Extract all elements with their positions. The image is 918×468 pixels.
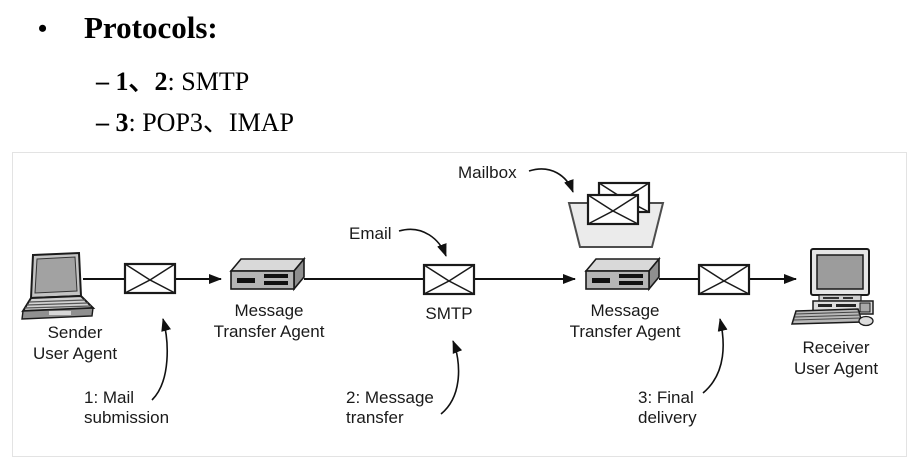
sender-user-agent-label: Sender User Agent — [32, 323, 118, 363]
server-icon — [585, 258, 660, 290]
item-protocol: : POP3、IMAP — [128, 108, 294, 137]
step3-final-delivery-label: 3: Final delivery — [638, 388, 697, 427]
message-transfer-agent-2-label: Message Transfer Agent — [569, 301, 681, 341]
mailbox-pointer-arrow — [528, 168, 574, 193]
email-pointer-arrow — [398, 228, 447, 257]
bullet-item-smtp: – 1、2: SMTP — [96, 61, 249, 98]
final-delivery-arrow — [702, 318, 728, 394]
step1-mail-submission-label: 1: Mail submission — [84, 388, 170, 427]
annotation-arrows — [151, 168, 728, 415]
server-icon — [230, 258, 305, 290]
bullet-item-pop3-imap: – 3: POP3、IMAP — [96, 102, 294, 139]
mailbox-tray-icon — [567, 181, 665, 248]
email-label: Email — [349, 224, 392, 243]
envelope-icon — [123, 262, 177, 295]
message-transfer-arrow — [440, 340, 463, 415]
envelope-icon — [422, 263, 476, 296]
laptop-icon — [21, 251, 96, 320]
email-flow-diagram: Sender User Agent Message Transfer Agent… — [12, 152, 907, 457]
message-transfer-agent-1-label: Message Transfer Agent — [213, 301, 325, 341]
item-protocol: : SMTP — [167, 67, 250, 96]
envelope-icon — [697, 263, 751, 296]
mail-submission-arrow — [151, 318, 171, 401]
item-steps: 1、2 — [115, 67, 168, 96]
receiver-user-agent-label: Receiver User Agent — [793, 338, 879, 378]
smtp-label: SMTP — [425, 304, 473, 323]
mailbox-label: Mailbox — [458, 163, 517, 182]
step2-message-transfer-label: 2: Message transfer — [346, 388, 434, 427]
item-marker: – — [96, 67, 116, 96]
item-marker: – — [96, 108, 116, 137]
diagram-canvas — [21, 168, 874, 415]
desktop-computer-icon — [790, 248, 874, 327]
bullet-icon: • — [38, 14, 48, 43]
item-steps: 3 — [115, 108, 129, 137]
page-title: Protocols: — [84, 10, 218, 45]
